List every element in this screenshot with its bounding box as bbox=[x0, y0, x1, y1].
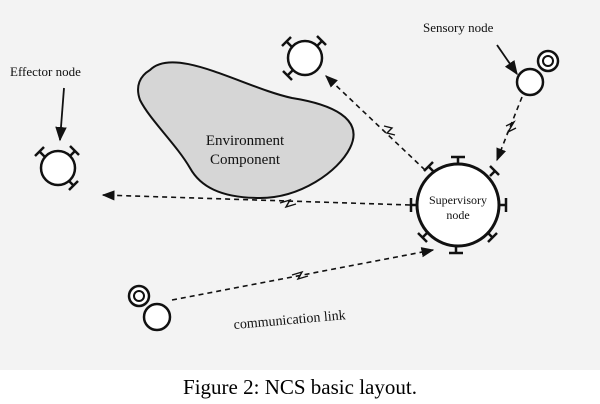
link-break-mark bbox=[505, 120, 517, 134]
link-supervisory-to-top-effector bbox=[325, 75, 426, 171]
effector-node-label: Effector node bbox=[10, 64, 81, 79]
communication-link-label: communication link bbox=[233, 308, 346, 333]
ncs-diagram: Environment Component Supervisory node bbox=[10, 20, 560, 333]
supervisory-label-line2: node bbox=[446, 208, 469, 222]
effector-node-left[interactable] bbox=[34, 145, 80, 191]
link-bottom-sensory-to-supervisory bbox=[171, 247, 435, 301]
supervisory-label-line1: Supervisory bbox=[429, 193, 487, 207]
link-break-mark bbox=[279, 198, 297, 209]
environment-blob bbox=[137, 61, 355, 200]
figure-caption: Figure 2: NCS basic layout. bbox=[183, 375, 417, 399]
link-break-mark bbox=[383, 125, 396, 136]
effector-node-top[interactable] bbox=[281, 35, 327, 81]
diagram-panel: Environment Component Supervisory node bbox=[0, 0, 600, 370]
sensory-label-arrow bbox=[496, 44, 518, 76]
environment-label-line2: Component bbox=[210, 152, 281, 168]
link-sensory-to-supervisory bbox=[496, 96, 523, 162]
environment-label-line1: Environment bbox=[206, 133, 285, 149]
supervisory-node[interactable]: Supervisory node bbox=[409, 155, 508, 255]
effector-label-arrow bbox=[55, 87, 67, 142]
link-supervisory-to-left-effector bbox=[101, 190, 411, 206]
sensory-node-label: Sensory node bbox=[423, 20, 494, 35]
link-break-mark bbox=[291, 270, 309, 281]
sensory-node-bottom[interactable] bbox=[127, 284, 172, 332]
sensory-node-top[interactable] bbox=[515, 49, 560, 97]
